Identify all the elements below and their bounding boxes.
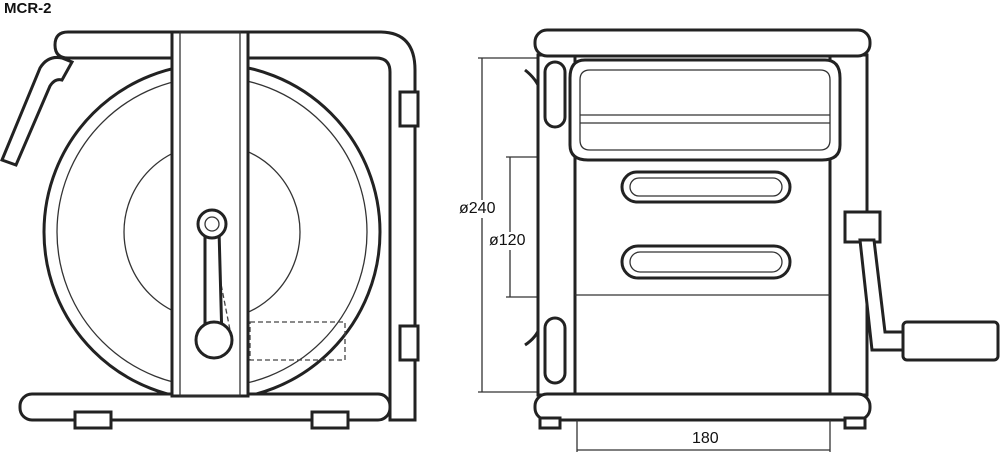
crank-knob — [196, 208, 228, 240]
carry-handle — [568, 58, 842, 162]
base — [533, 392, 872, 422]
top-cap — [533, 28, 872, 58]
clip-bottom — [398, 324, 420, 362]
side-view — [0, 30, 420, 430]
model-title: MCR-2 — [4, 0, 52, 17]
crank-handle — [901, 320, 1000, 362]
slot-bottom — [620, 244, 792, 280]
slot-top — [620, 170, 792, 204]
dim-label-120: ø120 — [487, 232, 528, 250]
clip-top — [398, 90, 420, 128]
dashed-handle — [249, 321, 346, 361]
crank-hub — [843, 210, 882, 244]
front-view — [478, 28, 1000, 452]
foot-right — [310, 410, 350, 430]
dim-label-240: ø240 — [457, 200, 498, 218]
crank-handle — [194, 320, 234, 360]
hose — [0, 56, 75, 167]
foot-left — [73, 410, 113, 430]
frame-top — [53, 30, 417, 422]
dim-label-180: 180 — [690, 430, 721, 448]
